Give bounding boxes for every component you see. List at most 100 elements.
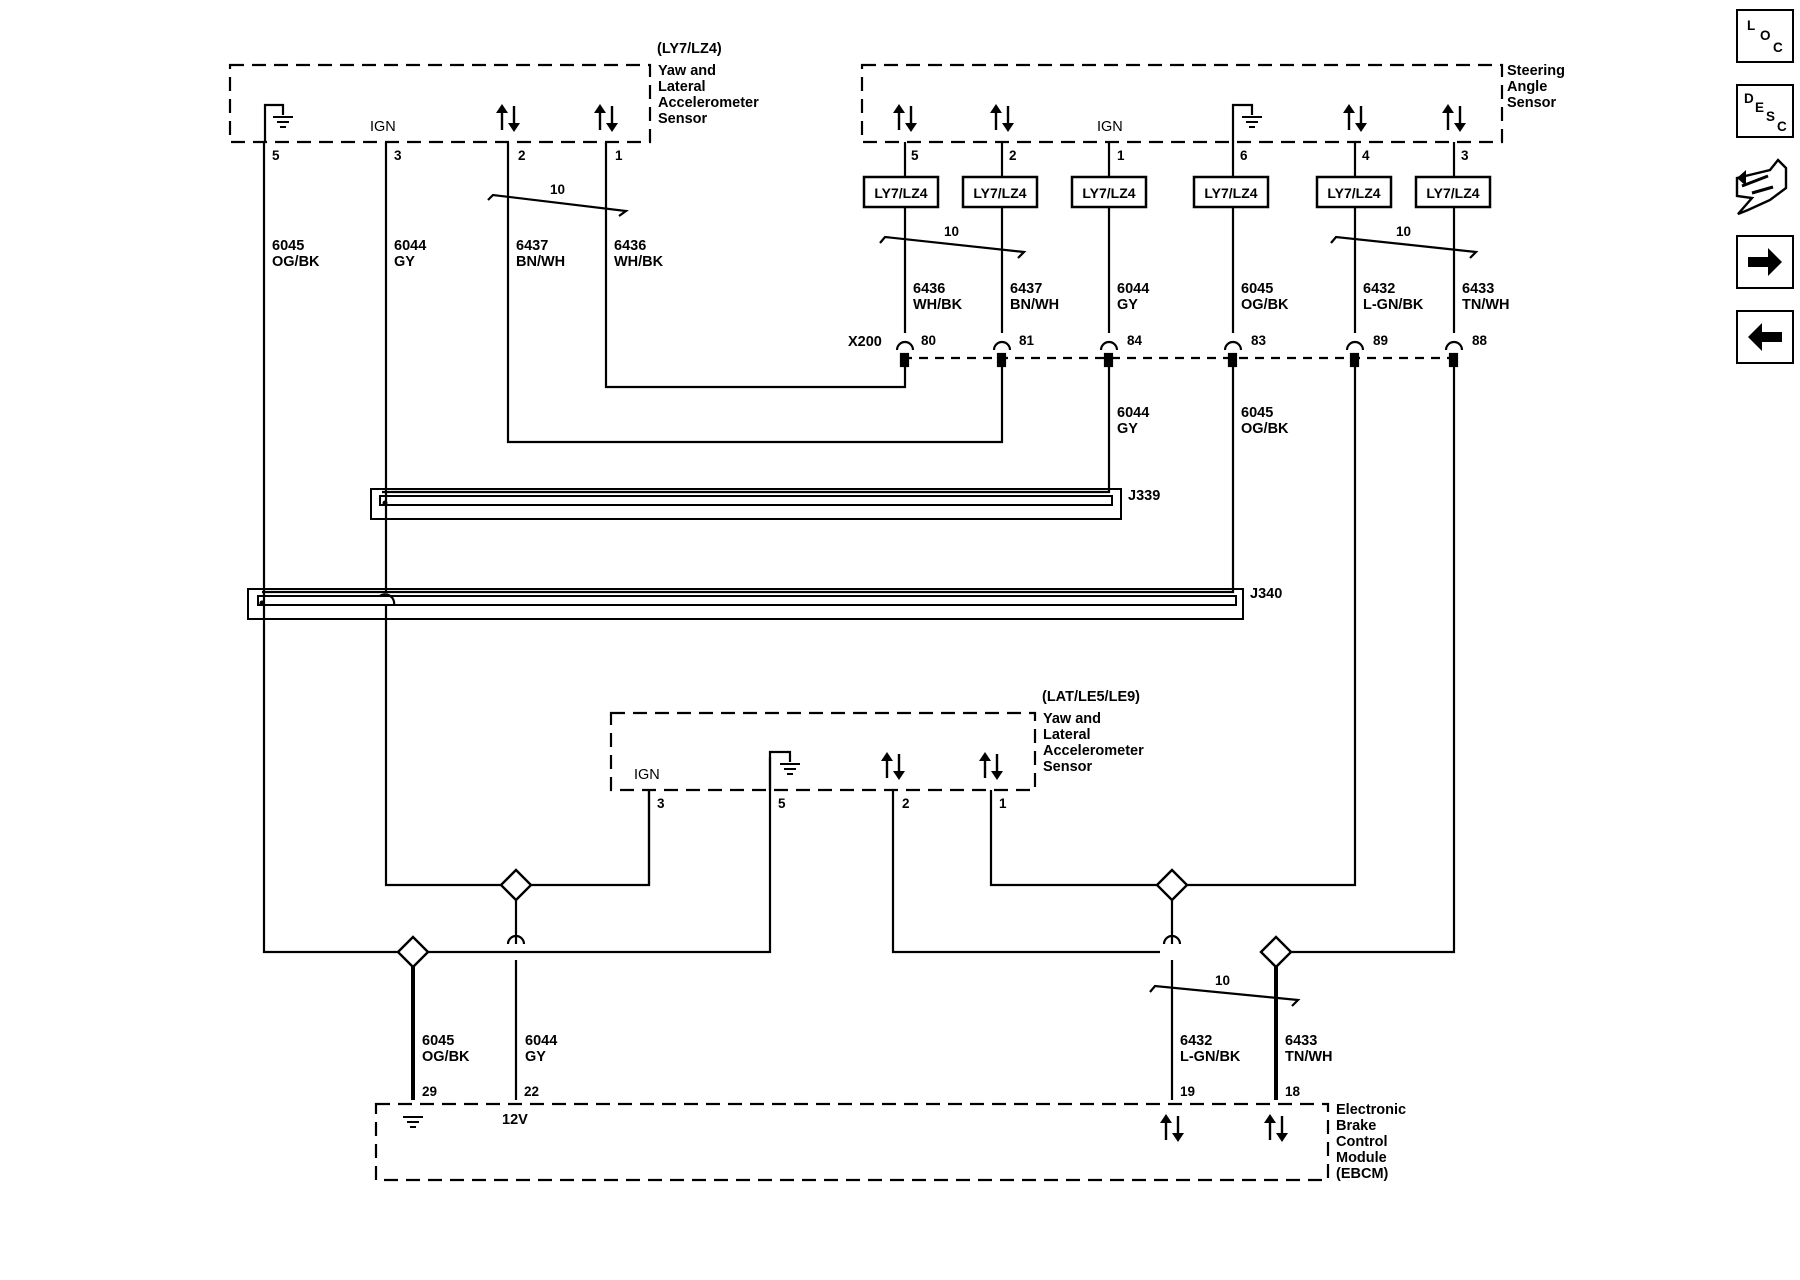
pin-number: 29 [422,1084,437,1099]
yaw-sensor-ly7-lz4: (LY7/LZ4) Yaw and Lateral Accelerometer … [228,41,759,163]
ebcm-name-line: (EBCM) [1336,1166,1389,1182]
yaw2-ign-label: IGN [634,767,660,783]
wire-circuit: 6044 [1117,281,1149,297]
pin-number: 4 [1362,148,1370,163]
wire-color: GY [1117,421,1138,437]
wire-color: TN/WH [1285,1049,1333,1065]
connector-x200: X200 80 81 84 83 89 88 [848,333,1488,368]
ground-icon [402,1116,424,1128]
yaw1-option-label: (LY7/LZ4) [657,41,722,57]
ground-icon [272,116,294,128]
wire-circuit: 6437 [516,238,548,254]
pin-number: 3 [394,148,402,163]
loc-letter: O [1760,28,1771,43]
connector-end-view-icon[interactable] [1735,158,1788,216]
wire-color: OG/BK [272,254,320,270]
wire-circuit: 6044 [394,238,426,254]
next-page-button[interactable] [1736,235,1794,289]
wire-labels: 6045 OG/BK 6044 GY 6437 BN/WH 6436 WH/BK… [272,238,1510,1065]
wire-circuit: 6044 [1117,405,1149,421]
pin-number: 81 [1019,333,1035,348]
location-button[interactable]: L O C [1736,9,1794,63]
yaw1-name-line: Yaw and [658,63,716,79]
yaw-sensor-lat-le5-le9: (LAT/LE5/LE9) Yaw and Lateral Accelerome… [609,689,1144,811]
twist-label: 10 [1396,224,1411,239]
ebcm-name-line: Brake [1336,1118,1376,1134]
bidirectional-signal-icon [1262,1112,1290,1144]
wire-color: GY [1117,297,1138,313]
pin-number: 88 [1472,333,1488,348]
wire-color: OG/BK [1241,421,1289,437]
steering-name-line: Steering [1507,63,1565,79]
desc-letter: E [1755,100,1764,115]
wire-color: BN/WH [1010,297,1059,313]
pin-number: 5 [911,148,919,163]
loc-letter: C [1773,40,1783,55]
pin-number: 80 [921,333,936,348]
x200-label: X200 [848,334,882,350]
previous-arrow-icon [1748,323,1782,351]
loc-letter: L [1747,18,1755,33]
wire-color: GY [394,254,415,270]
steering-ign-label: IGN [1097,119,1123,135]
pin-number: 1 [999,796,1007,811]
bidirectional-signal-icon [1440,102,1468,134]
desc-letter: C [1777,119,1787,134]
yaw2-name-line: Yaw and [1043,711,1101,727]
wire-circuit: 6045 [272,238,304,254]
ground-icon [1241,116,1263,128]
junction-label-j340: J340 [1250,586,1282,602]
ebcm-voltage-label: 12V [502,1112,528,1128]
wire-circuit: 6045 [422,1033,454,1049]
wire-color: OG/BK [422,1049,470,1065]
pin-number: 5 [778,796,786,811]
yaw1-name-line: Lateral [658,79,706,95]
ebcm-name-line: Control [1336,1134,1388,1150]
pin-number: 6 [1240,148,1248,163]
wire-circuit: 6045 [1241,281,1273,297]
twist-label: 10 [1215,973,1230,988]
twist-label: 10 [550,182,565,197]
ebcm-name-line: Electronic [1336,1102,1406,1118]
steering-name-line: Angle [1507,79,1547,95]
pin-number: 1 [615,148,623,163]
bidirectional-signal-icon [977,750,1005,782]
wire-circuit: 6433 [1285,1033,1317,1049]
option-label: LY7/LZ4 [874,185,927,201]
yaw2-name-line: Sensor [1043,759,1093,775]
yaw1-name-line: Accelerometer [658,95,759,111]
bidirectional-signal-icon [1341,102,1369,134]
twisted-pair-markers: 10 10 10 10 [487,182,1479,1007]
ebcm-module: Electronic Brake Control Module (EBCM) 1… [374,1084,1406,1182]
yaw2-option-label: (LAT/LE5/LE9) [1042,689,1140,705]
desc-letter: D [1744,91,1754,106]
wire-color: WH/BK [913,297,963,313]
bidirectional-signal-icon [1158,1112,1186,1144]
pin-number: 3 [657,796,665,811]
option-label: LY7/LZ4 [1082,185,1135,201]
pin-number: 83 [1251,333,1267,348]
twist-label: 10 [944,224,959,239]
wire-circuit: 6432 [1363,281,1395,297]
wire-color: L-GN/BK [1363,297,1424,313]
pin-number: 89 [1373,333,1388,348]
pin-number: 2 [518,148,526,163]
pin-number: 84 [1127,333,1143,348]
option-label: LY7/LZ4 [1426,185,1479,201]
wire-color: BN/WH [516,254,565,270]
pin-number: 19 [1180,1084,1195,1099]
pin-number: 2 [902,796,910,811]
bidirectional-signal-icon [494,102,522,134]
option-labels: LY7/LZ4 LY7/LZ4 LY7/LZ4 LY7/LZ4 LY7/LZ4 … [862,175,1492,209]
description-button[interactable]: D E S C [1736,84,1794,138]
next-arrow-icon [1748,248,1782,276]
pin-number: 2 [1009,148,1017,163]
yaw1-ign-label: IGN [370,119,396,135]
previous-page-button[interactable] [1736,310,1794,364]
steering-name-line: Sensor [1507,95,1557,111]
bidirectional-signal-icon [879,750,907,782]
wire-circuit: 6436 [913,281,945,297]
wire-circuit: 6432 [1180,1033,1212,1049]
yaw2-name-line: Lateral [1043,727,1091,743]
